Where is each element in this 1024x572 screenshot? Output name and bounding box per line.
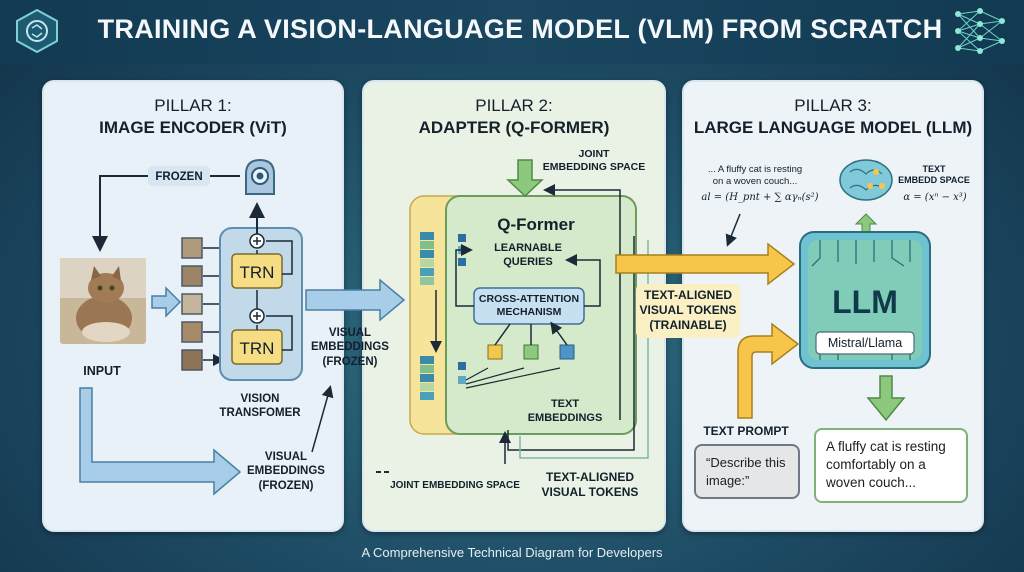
trn-top-label: TRN — [239, 263, 275, 282]
prompt-bubble: “Describe this image:” — [694, 444, 800, 500]
text-aligned-bottom-label: TEXT-ALIGNED VISUAL TOKENS — [541, 470, 639, 499]
page-title: TRAINING A VISION-LANGUAGE MODEL (VLM) F… — [97, 14, 943, 44]
input-arrow — [151, 286, 182, 318]
pillar2-to-3-arrow — [615, 242, 796, 286]
learnable-queries-label: LEARNABLE QUERIES — [494, 242, 562, 268]
pillar3-number: PILLAR 3: — [794, 96, 872, 115]
visual-embeddings-label: VISUAL EMBEDDINGS (FROZEN) — [311, 327, 389, 368]
vit-caption: VISION TRANSFOMER — [219, 393, 301, 420]
frozen-label-bg — [148, 166, 210, 186]
joint-embedding-bottom-label: JOINT EMBEDDING SPACE — [390, 480, 520, 491]
token-column-bottom — [420, 356, 466, 400]
llm-label: LLM — [832, 284, 898, 320]
pillar2-title: ADAPTER (Q-FORMER) — [418, 118, 610, 137]
cat-input-image — [60, 258, 146, 344]
cross-attention-label: CROSS-ATTENTION MECHANISM — [478, 293, 580, 319]
qformer-title: Q-Former — [497, 215, 575, 234]
text-prompt-label: TEXT PROMPT — [703, 424, 789, 438]
llm-output-arrow — [866, 375, 906, 422]
neural-network-icon — [955, 8, 1005, 54]
pillar1-to-2-arrow — [305, 278, 406, 322]
formula-right: α = (xⁿ − x³) — [903, 192, 967, 203]
embedding-flow-arrow — [79, 387, 242, 496]
query-token-2 — [523, 344, 539, 360]
formula-left: al = (H_pnt + ∑ αγₙ(s²) — [701, 192, 819, 203]
image-patches — [181, 237, 222, 370]
trn-bottom-label: TRN — [239, 339, 275, 358]
pillar2-number: PILLAR 2: — [475, 96, 553, 115]
caption-note: ... A fluffy cat is resting on a woven c… — [707, 164, 803, 187]
frozen-label: FROZEN — [155, 171, 203, 183]
output-bubble: A fluffy cat is resting comfortably on a… — [814, 428, 968, 503]
encoder-output-icon — [245, 158, 275, 195]
joint-space-input-arrow — [506, 159, 544, 198]
pillar1-number: PILLAR 1: — [154, 96, 232, 115]
trainable-label-bg — [636, 284, 740, 338]
trainable-tokens-label: TEXT-ALIGNED VISUAL TOKENS (TRAINABLE) — [639, 288, 737, 332]
pillar1-title: IMAGE ENCODER (ViT) — [99, 118, 287, 137]
text-embedd-space-label: TEXT EMBEDD SPACE — [898, 164, 970, 186]
header-bar — [0, 0, 1024, 64]
frozen-loop-arrow — [92, 175, 150, 252]
query-token-1 — [487, 344, 503, 360]
footer-subtitle: A Comprehensive Technical Diagram for De… — [361, 545, 663, 560]
text-embeddings-label: TEXT EMBEDDINGS — [527, 398, 603, 424]
brain-circuit-logo-icon — [16, 8, 58, 54]
brain-network-icon — [839, 159, 893, 201]
query-token-3 — [559, 344, 575, 360]
joint-embedding-top-label: JOINT EMBEDDING SPACE — [542, 148, 646, 174]
llm-model-label: Mistral/Llama — [827, 336, 903, 350]
input-label: INPUT — [83, 364, 121, 378]
pillar3-title: LARGE LANGUAGE MODEL (LLM) — [693, 118, 973, 137]
visual-embeddings-bottom-label: VISUAL EMBEDDINGS (FROZEN) — [247, 451, 325, 492]
text-prompt-arrow — [737, 322, 800, 419]
llm-chip — [799, 231, 931, 369]
